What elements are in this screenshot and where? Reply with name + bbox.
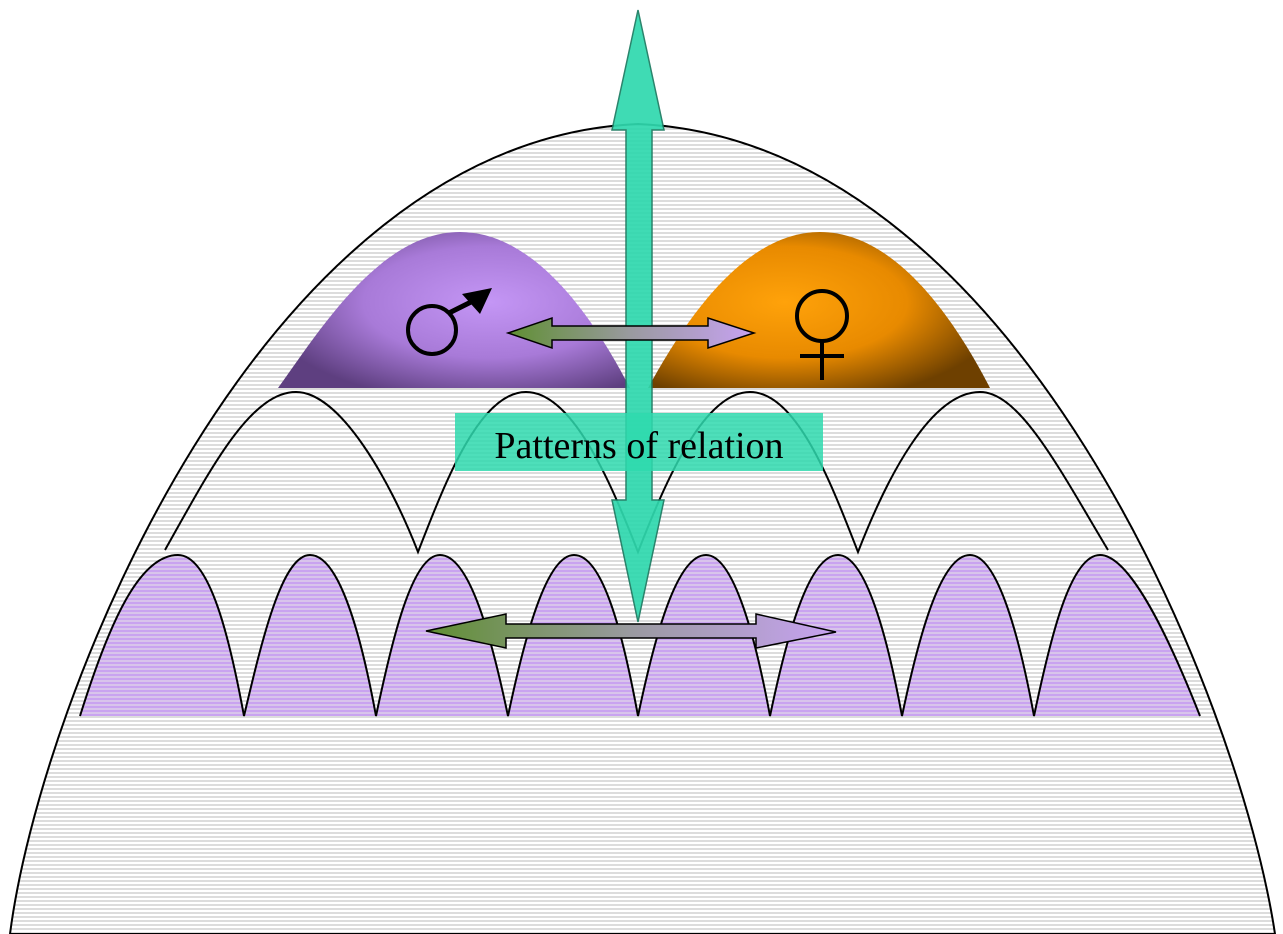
lower-bump-row [79, 553, 1201, 717]
caption-box: Patterns of relation [455, 413, 823, 471]
lower-horizontal-arrow [425, 613, 837, 649]
male-symbol-icon [406, 288, 492, 356]
female-symbol-icon [795, 289, 849, 380]
upper-horizontal-arrow [505, 316, 757, 350]
female-dome [648, 232, 990, 388]
caption-text: Patterns of relation [494, 425, 783, 467]
